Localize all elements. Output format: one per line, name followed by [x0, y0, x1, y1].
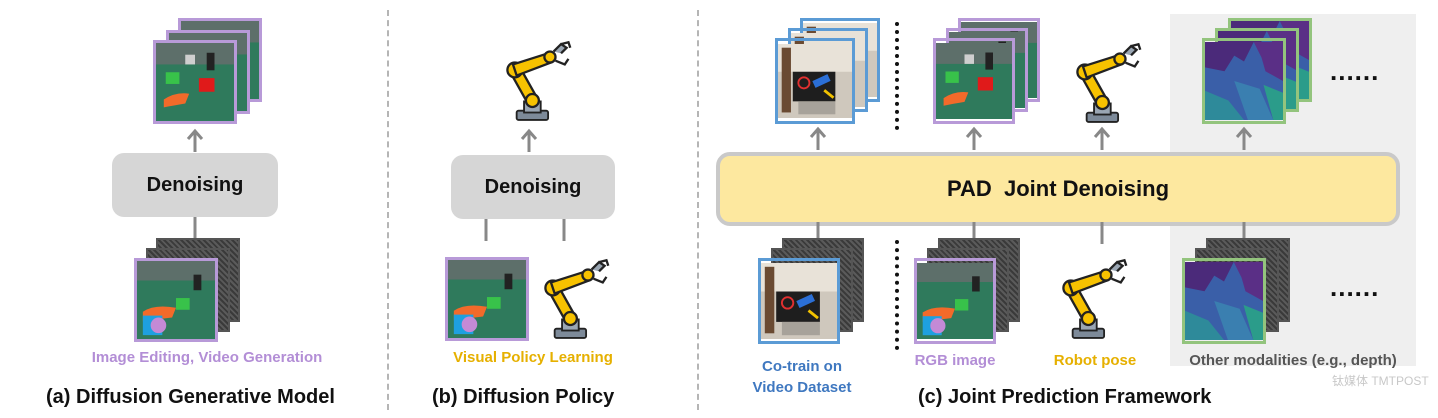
connector-line: [484, 219, 488, 241]
robot-arm-icon: [538, 258, 612, 342]
denoising-block-b: Denoising: [451, 155, 615, 219]
ellipsis-bottom: ......: [1330, 272, 1380, 302]
depth-frame: [1182, 258, 1266, 344]
depth-frame: [1202, 38, 1286, 124]
rgb-frame: [914, 258, 996, 344]
caption-other: Other modalities (e.g., depth): [1189, 352, 1397, 369]
rgb-frame: [933, 38, 1015, 124]
up-arrow-icon: [965, 126, 983, 150]
caption-cotrain: Co-train on Video Dataset: [730, 356, 874, 398]
robot-arm-icon: [1070, 42, 1144, 126]
up-arrow-icon: [1235, 126, 1253, 150]
panel-title-a: (a) Diffusion Generative Model: [46, 386, 335, 408]
denoising-block-a: Denoising: [112, 153, 278, 217]
input-frame: [134, 258, 218, 342]
panel-title-b: (b) Diffusion Policy: [432, 386, 615, 408]
caption-b: Visual Policy Learning: [453, 349, 613, 366]
separator-dots: [895, 22, 899, 130]
caption-rgb: RGB image: [914, 352, 996, 369]
caption-pose: Robot pose: [1053, 352, 1137, 369]
ellipsis-top: ......: [1330, 56, 1380, 86]
connector-line: [1100, 222, 1104, 244]
separator-dots: [895, 240, 899, 350]
up-arrow-icon: [809, 126, 827, 150]
denoising-label: Denoising: [484, 175, 582, 198]
robot-arm-icon: [1056, 258, 1130, 342]
video-frame: [758, 258, 840, 344]
denoising-label: Denoising: [146, 173, 244, 196]
video-frame: [775, 38, 855, 124]
caption-cotrain-line2: Video Dataset: [752, 379, 852, 396]
observation-frame: [445, 257, 529, 341]
up-arrow-icon: [1093, 126, 1111, 150]
connector-line: [562, 219, 566, 241]
watermark: 钛媒体 TMTPOST: [1332, 374, 1429, 388]
robot-arm-icon: [500, 40, 574, 124]
output-frame: [153, 40, 237, 124]
panel-title-c: (c) Joint Prediction Framework: [918, 386, 1212, 408]
up-arrow-icon: [520, 128, 538, 152]
connector-line: [193, 217, 197, 239]
panel-divider-bc: [697, 10, 699, 410]
caption-a: Image Editing, Video Generation: [91, 349, 323, 366]
caption-cotrain-line1: Co-train on: [762, 358, 842, 375]
panel-divider-ab: [387, 10, 389, 410]
pad-label: PAD Joint Denoising: [946, 176, 1170, 201]
up-arrow-icon: [186, 128, 204, 152]
pad-joint-denoising-block: PAD Joint Denoising: [716, 152, 1400, 226]
